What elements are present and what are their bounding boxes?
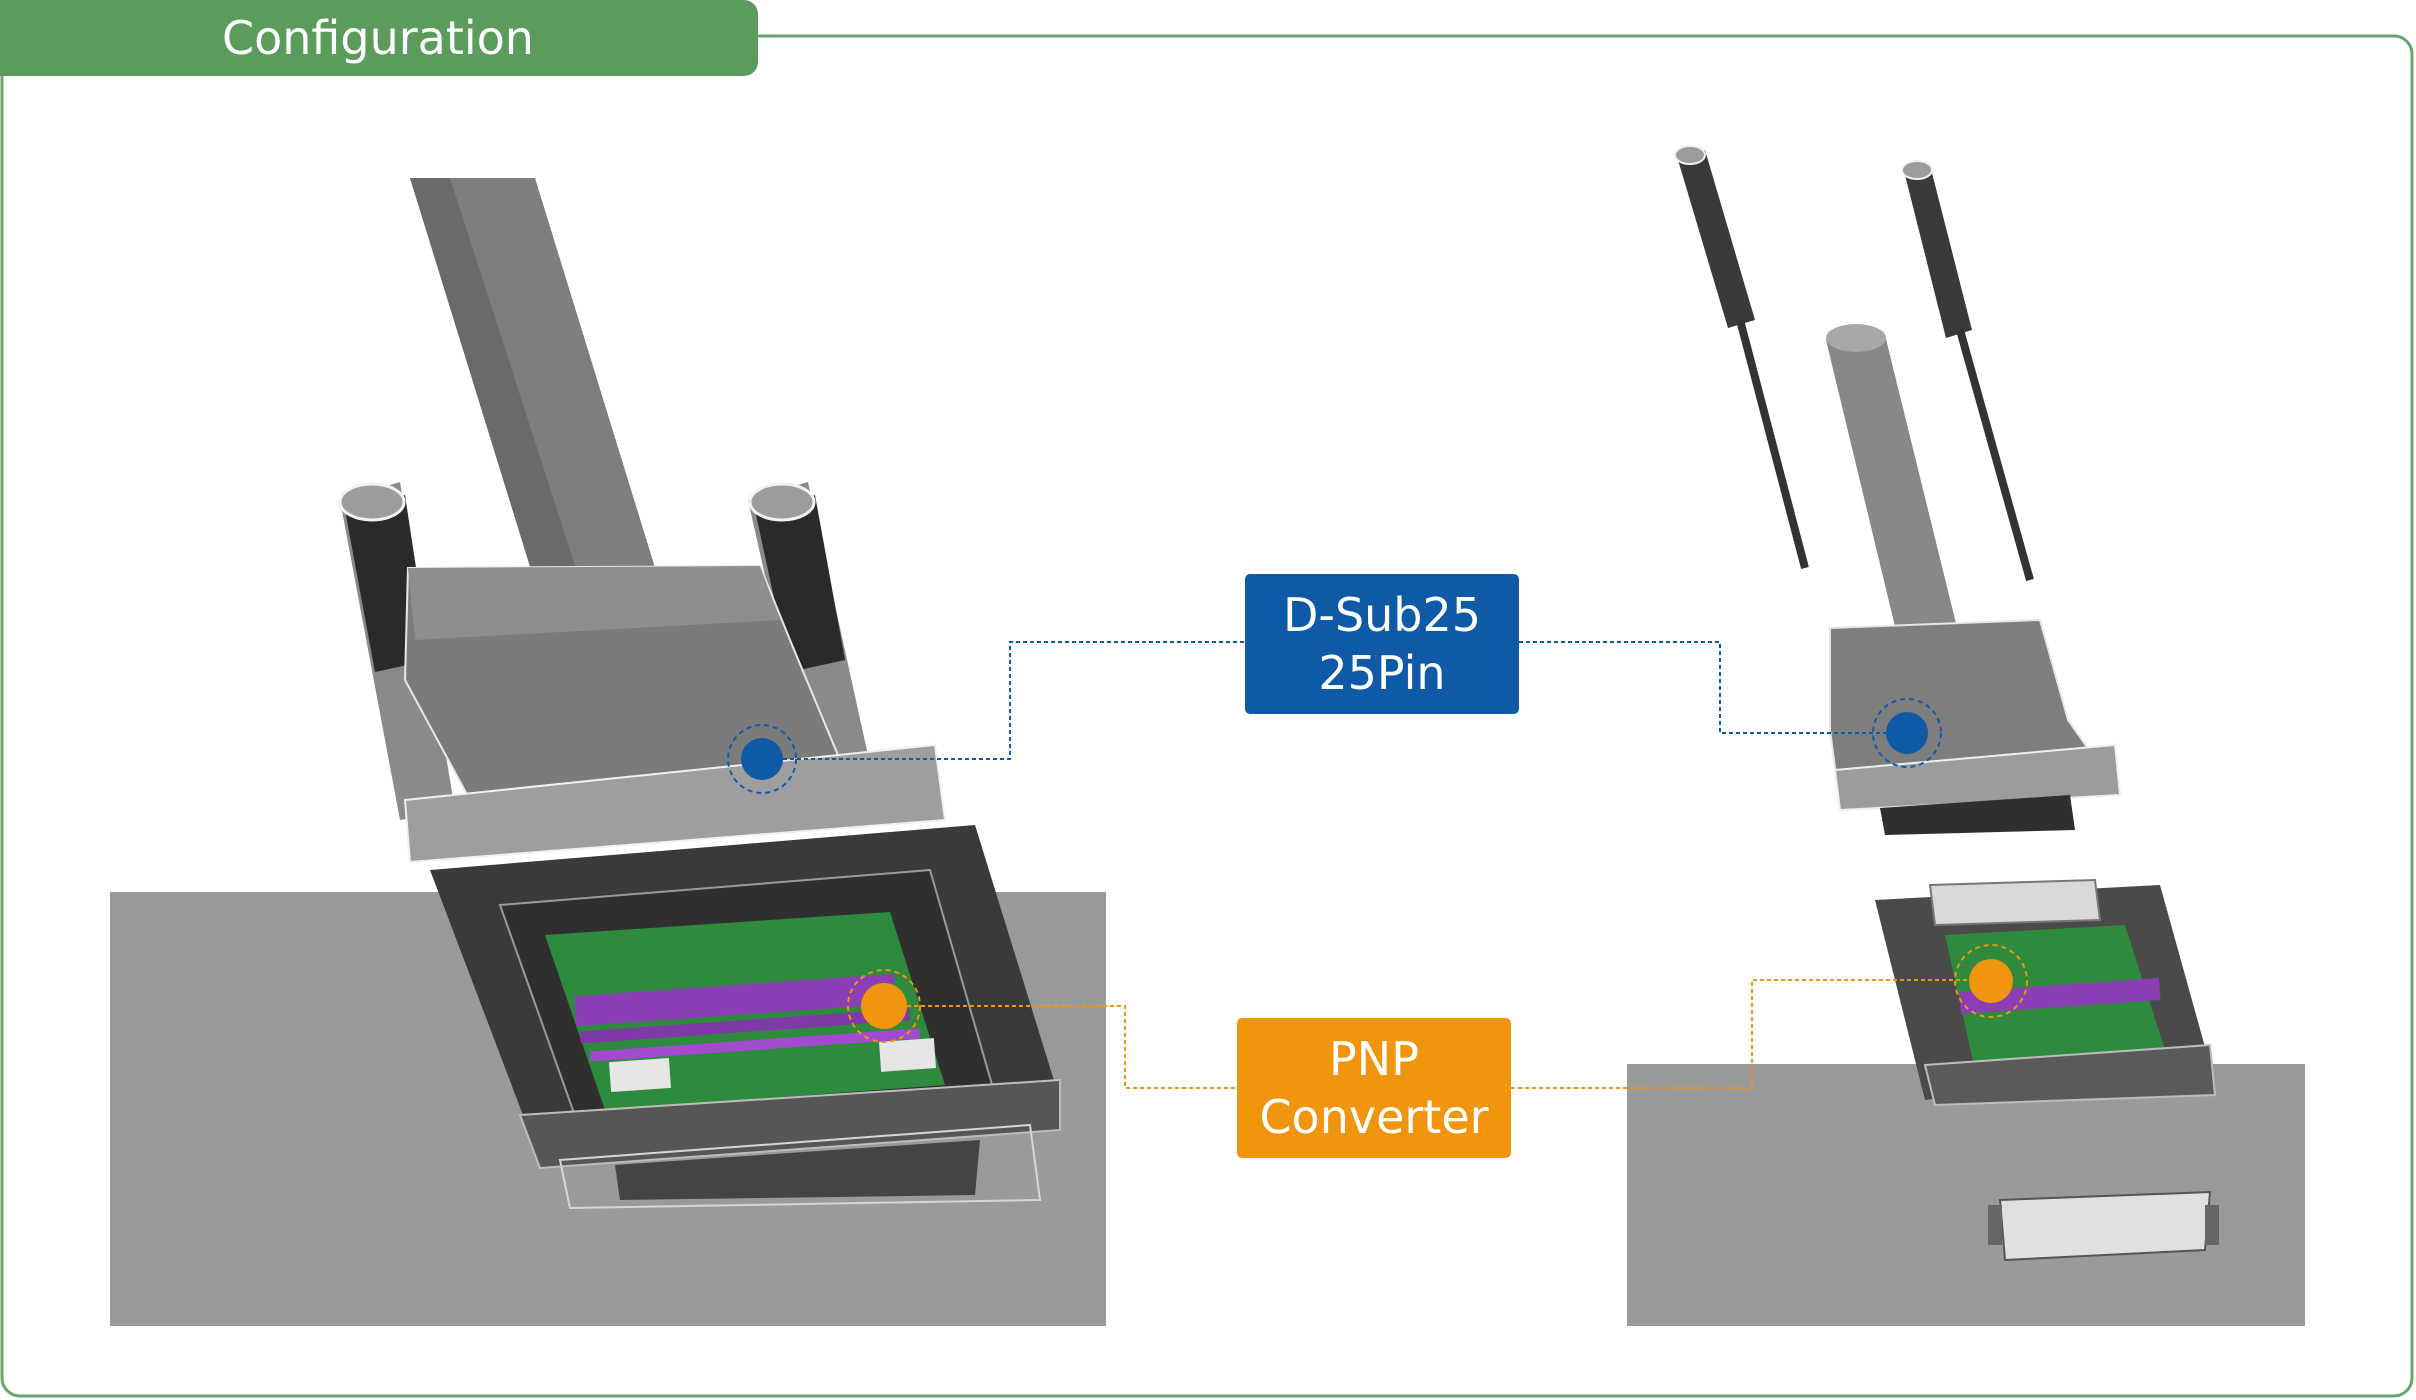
content-frame [0,34,2414,1398]
dsub-leader-right [1519,641,1886,734]
pnp-callout-line1: PNP [1329,1032,1419,1086]
left-pcb-circuit [574,973,936,1093]
dsub-callout: D-Sub25 25Pin [1245,574,1519,714]
pnp-callout-line2: Converter [1259,1090,1489,1144]
right-pnp-marker-ring [1954,944,2028,1018]
left-dsub-marker [741,738,783,780]
right-screw-a [1674,145,1809,570]
dsub-callout-line1: D-Sub25 [1282,588,1482,642]
left-screw-b [748,482,880,820]
pnp-callout: PNP Converter [1237,1018,1511,1158]
right-dsub-marker-ring [1872,698,1942,768]
left-pnp-marker [861,983,907,1029]
dsub-leader-left [783,641,1245,760]
right-pnp-marker [1969,959,2013,1003]
right-dsub-marker [1886,712,1928,754]
right-screw-b [1901,160,2034,582]
pnp-leader-left [907,1005,1237,1089]
left-dsub-marker-ring [727,724,797,794]
left-assembly-illustration [110,178,1106,1326]
header-tab: Configuration [0,0,758,76]
leader-lines [783,641,1969,1089]
dsub-callout-line2: 25Pin [1318,646,1446,700]
page-title: Configuration [222,11,534,65]
pnp-leader-right [1511,979,1969,1089]
right-assembly-illustration [1627,145,2305,1326]
left-pnp-marker-ring [847,969,921,1043]
